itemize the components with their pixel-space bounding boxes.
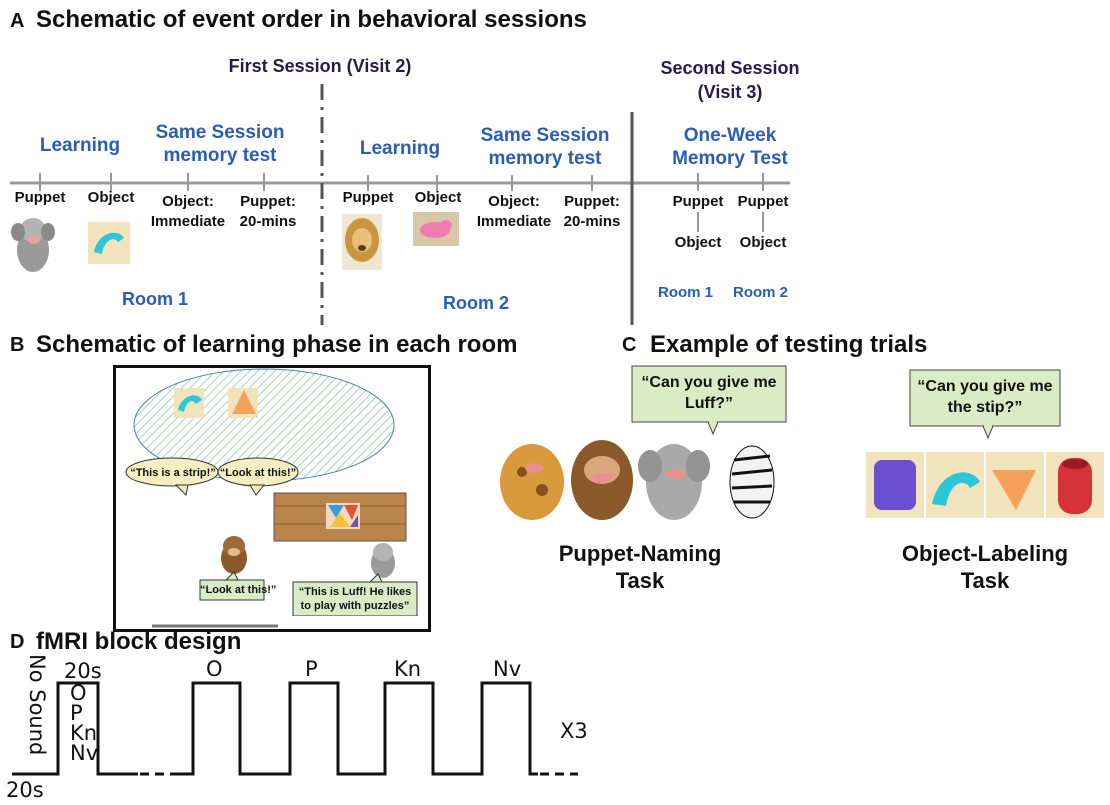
- block-label-kn: Kn: [394, 657, 422, 681]
- event-line: 20-mins: [563, 213, 621, 230]
- block-label-p: P: [305, 657, 318, 681]
- speech-box-2-shape: [909, 369, 1061, 440]
- event-object-immediate-2: Object: Immediate: [466, 192, 562, 232]
- panel-d-letter: D: [10, 631, 25, 653]
- block-label-o: O: [206, 657, 223, 681]
- second-session-line1: Second Session: [660, 58, 800, 78]
- speech-line: “Can you give me: [917, 378, 1053, 395]
- phase-line: Same Session: [480, 125, 610, 146]
- repeat-label: X3: [560, 719, 588, 743]
- week-event-object-1: Object: [674, 234, 722, 251]
- condition-label: O: [70, 681, 87, 705]
- speech-box-1-shape: [631, 365, 787, 436]
- speech-line: the stip?”: [947, 399, 1023, 416]
- giraffe-puppet: [500, 444, 564, 520]
- second-session-line2: (Visit 3): [697, 82, 763, 102]
- phase-learning-1: Learning: [39, 135, 121, 156]
- panel-a-timeline: [10, 84, 790, 325]
- bubble-line: “This is Luff! He likes: [298, 586, 412, 598]
- week-room-1-label: Room 1: [658, 284, 714, 301]
- first-session-label: First Session (Visit 2): [228, 56, 412, 76]
- phase-same-session-2: Same Session memory test: [470, 124, 620, 170]
- learning-room-frame: “This is a strip!” “Look at this!” “Look…: [113, 365, 431, 632]
- room-2-label: Room 2: [443, 293, 510, 313]
- bubble-line: to play with puzzles”: [300, 600, 410, 612]
- first-block-line: [12, 681, 138, 776]
- object-labeling-task-label: Object-Labeling Task: [880, 540, 1090, 594]
- objects-image: [866, 452, 1104, 518]
- event-line: Object:: [162, 193, 214, 210]
- phase-line: memory test: [163, 145, 277, 166]
- event-puppet-20min-1: Puppet: 20-mins: [228, 192, 308, 232]
- panel-a-letter: A: [10, 10, 25, 32]
- panel-a-title: Schematic of event order in behavioral s…: [36, 6, 587, 33]
- event-line: 20-mins: [239, 213, 297, 230]
- blocks-line: [175, 681, 538, 776]
- puppet-naming-task-label: Puppet-Naming Task: [540, 540, 740, 594]
- bubble-look-1-text: “Look at this!”: [219, 467, 297, 479]
- puppets-image: [500, 440, 775, 520]
- bubble-strip-text: “This is a strip!”: [130, 467, 216, 479]
- week-event-object-2: Object: [739, 234, 787, 251]
- condition-label: Nv: [70, 741, 99, 765]
- no-sound-label: No Sound: [25, 654, 49, 756]
- panel-d-title: fMRI block design: [36, 628, 242, 655]
- event-line: Puppet:: [564, 193, 620, 210]
- event-object-2: Object: [414, 189, 462, 206]
- task-line: Puppet-Naming: [558, 541, 722, 566]
- first-block-duration-label: 20s: [64, 659, 102, 683]
- phase-line: Memory Test: [672, 148, 788, 169]
- event-puppet-2: Puppet: [342, 189, 394, 206]
- speech-line: “Can you give me: [641, 374, 777, 391]
- phase-same-session-1: Same Session memory test: [150, 121, 290, 167]
- condition-label: Kn: [70, 721, 98, 745]
- panel-c-title: Example of testing trials: [650, 331, 928, 358]
- condition-label: P: [70, 701, 83, 725]
- panel-b-letter: B: [10, 334, 25, 356]
- phase-one-week: One-Week Memory Test: [655, 124, 805, 170]
- block-label-nv: Nv: [493, 657, 522, 681]
- second-session-label: Second Session (Visit 3): [630, 56, 830, 104]
- week-event-puppet-2: Puppet: [737, 193, 789, 210]
- bubble-luff: [292, 581, 418, 617]
- task-line: Task: [960, 568, 1010, 593]
- blue-object-image: [88, 222, 130, 264]
- lion-puppet-image: [342, 214, 382, 270]
- phase-learning-2: Learning: [359, 138, 441, 159]
- ellipse-blue-object: [174, 388, 204, 418]
- event-puppet-1: Puppet: [14, 189, 66, 206]
- task-line: Object-Labeling: [901, 541, 1069, 566]
- week-room-2-label: Room 2: [733, 284, 789, 301]
- speech-box-1-text: “Can you give me Luff?”: [632, 372, 786, 414]
- panel-b-title: Schematic of learning phase in each room: [36, 331, 518, 358]
- phase-line: One-Week: [683, 125, 777, 146]
- learning-room-scene: [116, 368, 428, 629]
- event-line: Immediate: [150, 213, 226, 230]
- event-object-1: Object: [87, 189, 135, 206]
- phase-line: Same Session: [155, 122, 285, 143]
- first-block-conditions: O P Kn Nv: [70, 681, 99, 765]
- event-puppet-20min-2: Puppet: 20-mins: [552, 192, 632, 232]
- speech-line: Luff?”: [685, 395, 733, 412]
- event-object-immediate-1: Object: Immediate: [140, 192, 236, 232]
- pink-object-image: [413, 212, 459, 246]
- event-line: Object:: [488, 193, 540, 210]
- speech-box-2-text: “Can you give me the stip?”: [910, 376, 1060, 418]
- zebra-puppet: [729, 445, 775, 519]
- phase-line: memory test: [488, 148, 602, 169]
- block-design-waveform: [12, 681, 578, 776]
- event-line: Immediate: [476, 213, 552, 230]
- bubble-luff-text: “This is Luff! He likes to play with puz…: [293, 585, 417, 613]
- week-event-puppet-1: Puppet: [672, 193, 724, 210]
- panel-c-letter: C: [622, 334, 637, 356]
- bubble-look-2-text: “Look at this!”: [200, 584, 277, 596]
- elephant-puppet-image: [11, 218, 55, 272]
- task-line: Task: [615, 568, 665, 593]
- rest-duration-label: 20s: [6, 778, 44, 802]
- event-line: Puppet:: [240, 193, 296, 210]
- room-1-label: Room 1: [122, 289, 189, 309]
